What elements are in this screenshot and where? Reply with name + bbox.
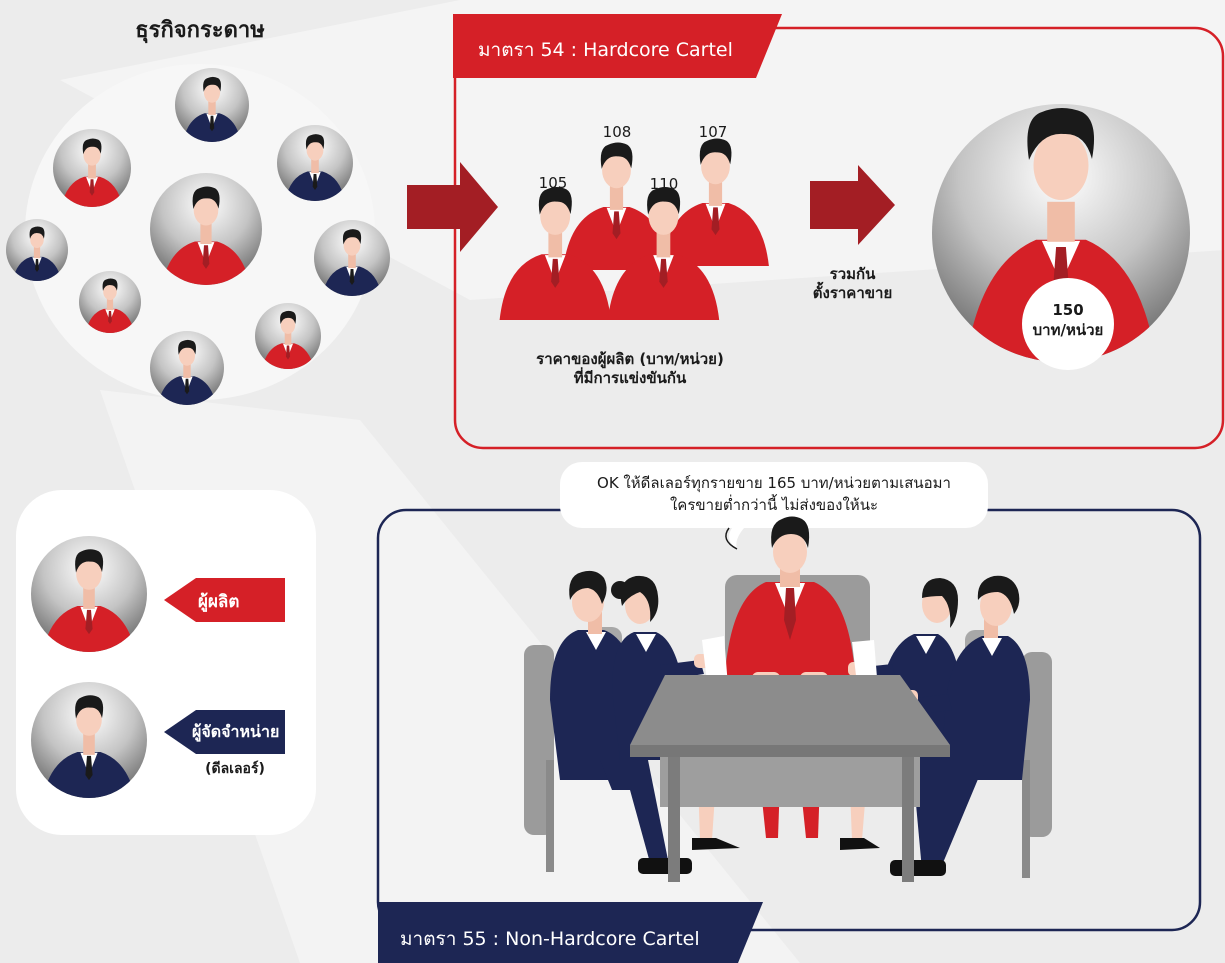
price-label: 110 bbox=[649, 175, 679, 193]
producer-figure bbox=[563, 142, 670, 270]
speech-bubble bbox=[560, 462, 988, 550]
industry-title: ธุรกิจกระดาษ bbox=[135, 18, 265, 43]
chair-leg bbox=[546, 760, 554, 872]
speech-text: OK ให้ดีลเลอร์ทุกรายขาย 165 บาท/หน่วยตาม… bbox=[560, 472, 988, 516]
chair-leg bbox=[1022, 760, 1030, 878]
producer-figure bbox=[662, 138, 769, 266]
producers-caption-line: ราคาของผู้ผลิต (บาท/หน่วย) bbox=[536, 350, 724, 368]
producer-legend-label: ผู้ผลิต bbox=[198, 592, 240, 612]
producer-figure bbox=[607, 187, 720, 320]
meeting-scene bbox=[524, 516, 1052, 882]
nonhardcore-label: มาตรา 55 : Non-Hardcore Cartel bbox=[400, 928, 700, 950]
price-label: 107 bbox=[698, 123, 728, 141]
producer-legend-tag bbox=[164, 578, 285, 622]
collude-caption: รวมกัน ตั้งราคาขาย bbox=[800, 265, 905, 303]
speech-line: ใครขายต่ำกว่านี้ ไม่ส่งของให้นะ bbox=[669, 496, 878, 514]
fixed-price-badge bbox=[1022, 278, 1114, 370]
collude-caption-line: รวมกัน bbox=[829, 265, 876, 283]
hardcore-cartel-frame bbox=[453, 26, 1225, 450]
industry-distributor-icon bbox=[277, 125, 353, 201]
meeting-table bbox=[630, 675, 950, 882]
fixed-price-value: 150 bbox=[1052, 301, 1084, 319]
producers-caption-line: ที่มีการแข่งขันกัน bbox=[573, 369, 687, 387]
hardcore-label-banner bbox=[453, 14, 782, 78]
collude-caption-line: ตั้งราคาขาย bbox=[812, 284, 893, 302]
distributor-legend-sub: (ดีลเลอร์) bbox=[205, 761, 265, 777]
price-label: 108 bbox=[602, 123, 632, 141]
distributor-legend-tag bbox=[164, 710, 285, 754]
fixed-price-unit: บาท/หน่วย bbox=[1032, 321, 1104, 339]
producer-figure bbox=[499, 187, 611, 320]
price-label: 105 bbox=[538, 174, 568, 192]
nonhardcore-label-banner bbox=[378, 902, 763, 963]
arrow-right-icon bbox=[810, 165, 895, 245]
speech-line: OK ให้ดีลเลอร์ทุกรายขาย 165 บาท/หน่วยตาม… bbox=[597, 474, 951, 492]
dealer-figure-woman bbox=[611, 575, 740, 850]
industry-producer-icon bbox=[255, 303, 321, 369]
hardcore-label: มาตรา 54 : Hardcore Cartel bbox=[478, 39, 733, 61]
fixed-price-text: 150 บาท/หน่วย bbox=[1022, 300, 1114, 340]
distributor-legend-label: ผู้จัดจำหน่าย bbox=[192, 722, 280, 741]
industry-distributor-icon bbox=[175, 68, 249, 142]
arrow-right-icon bbox=[407, 162, 498, 252]
producers-caption: ราคาของผู้ผลิต (บาท/หน่วย) ที่มีการแข่งข… bbox=[505, 350, 755, 388]
